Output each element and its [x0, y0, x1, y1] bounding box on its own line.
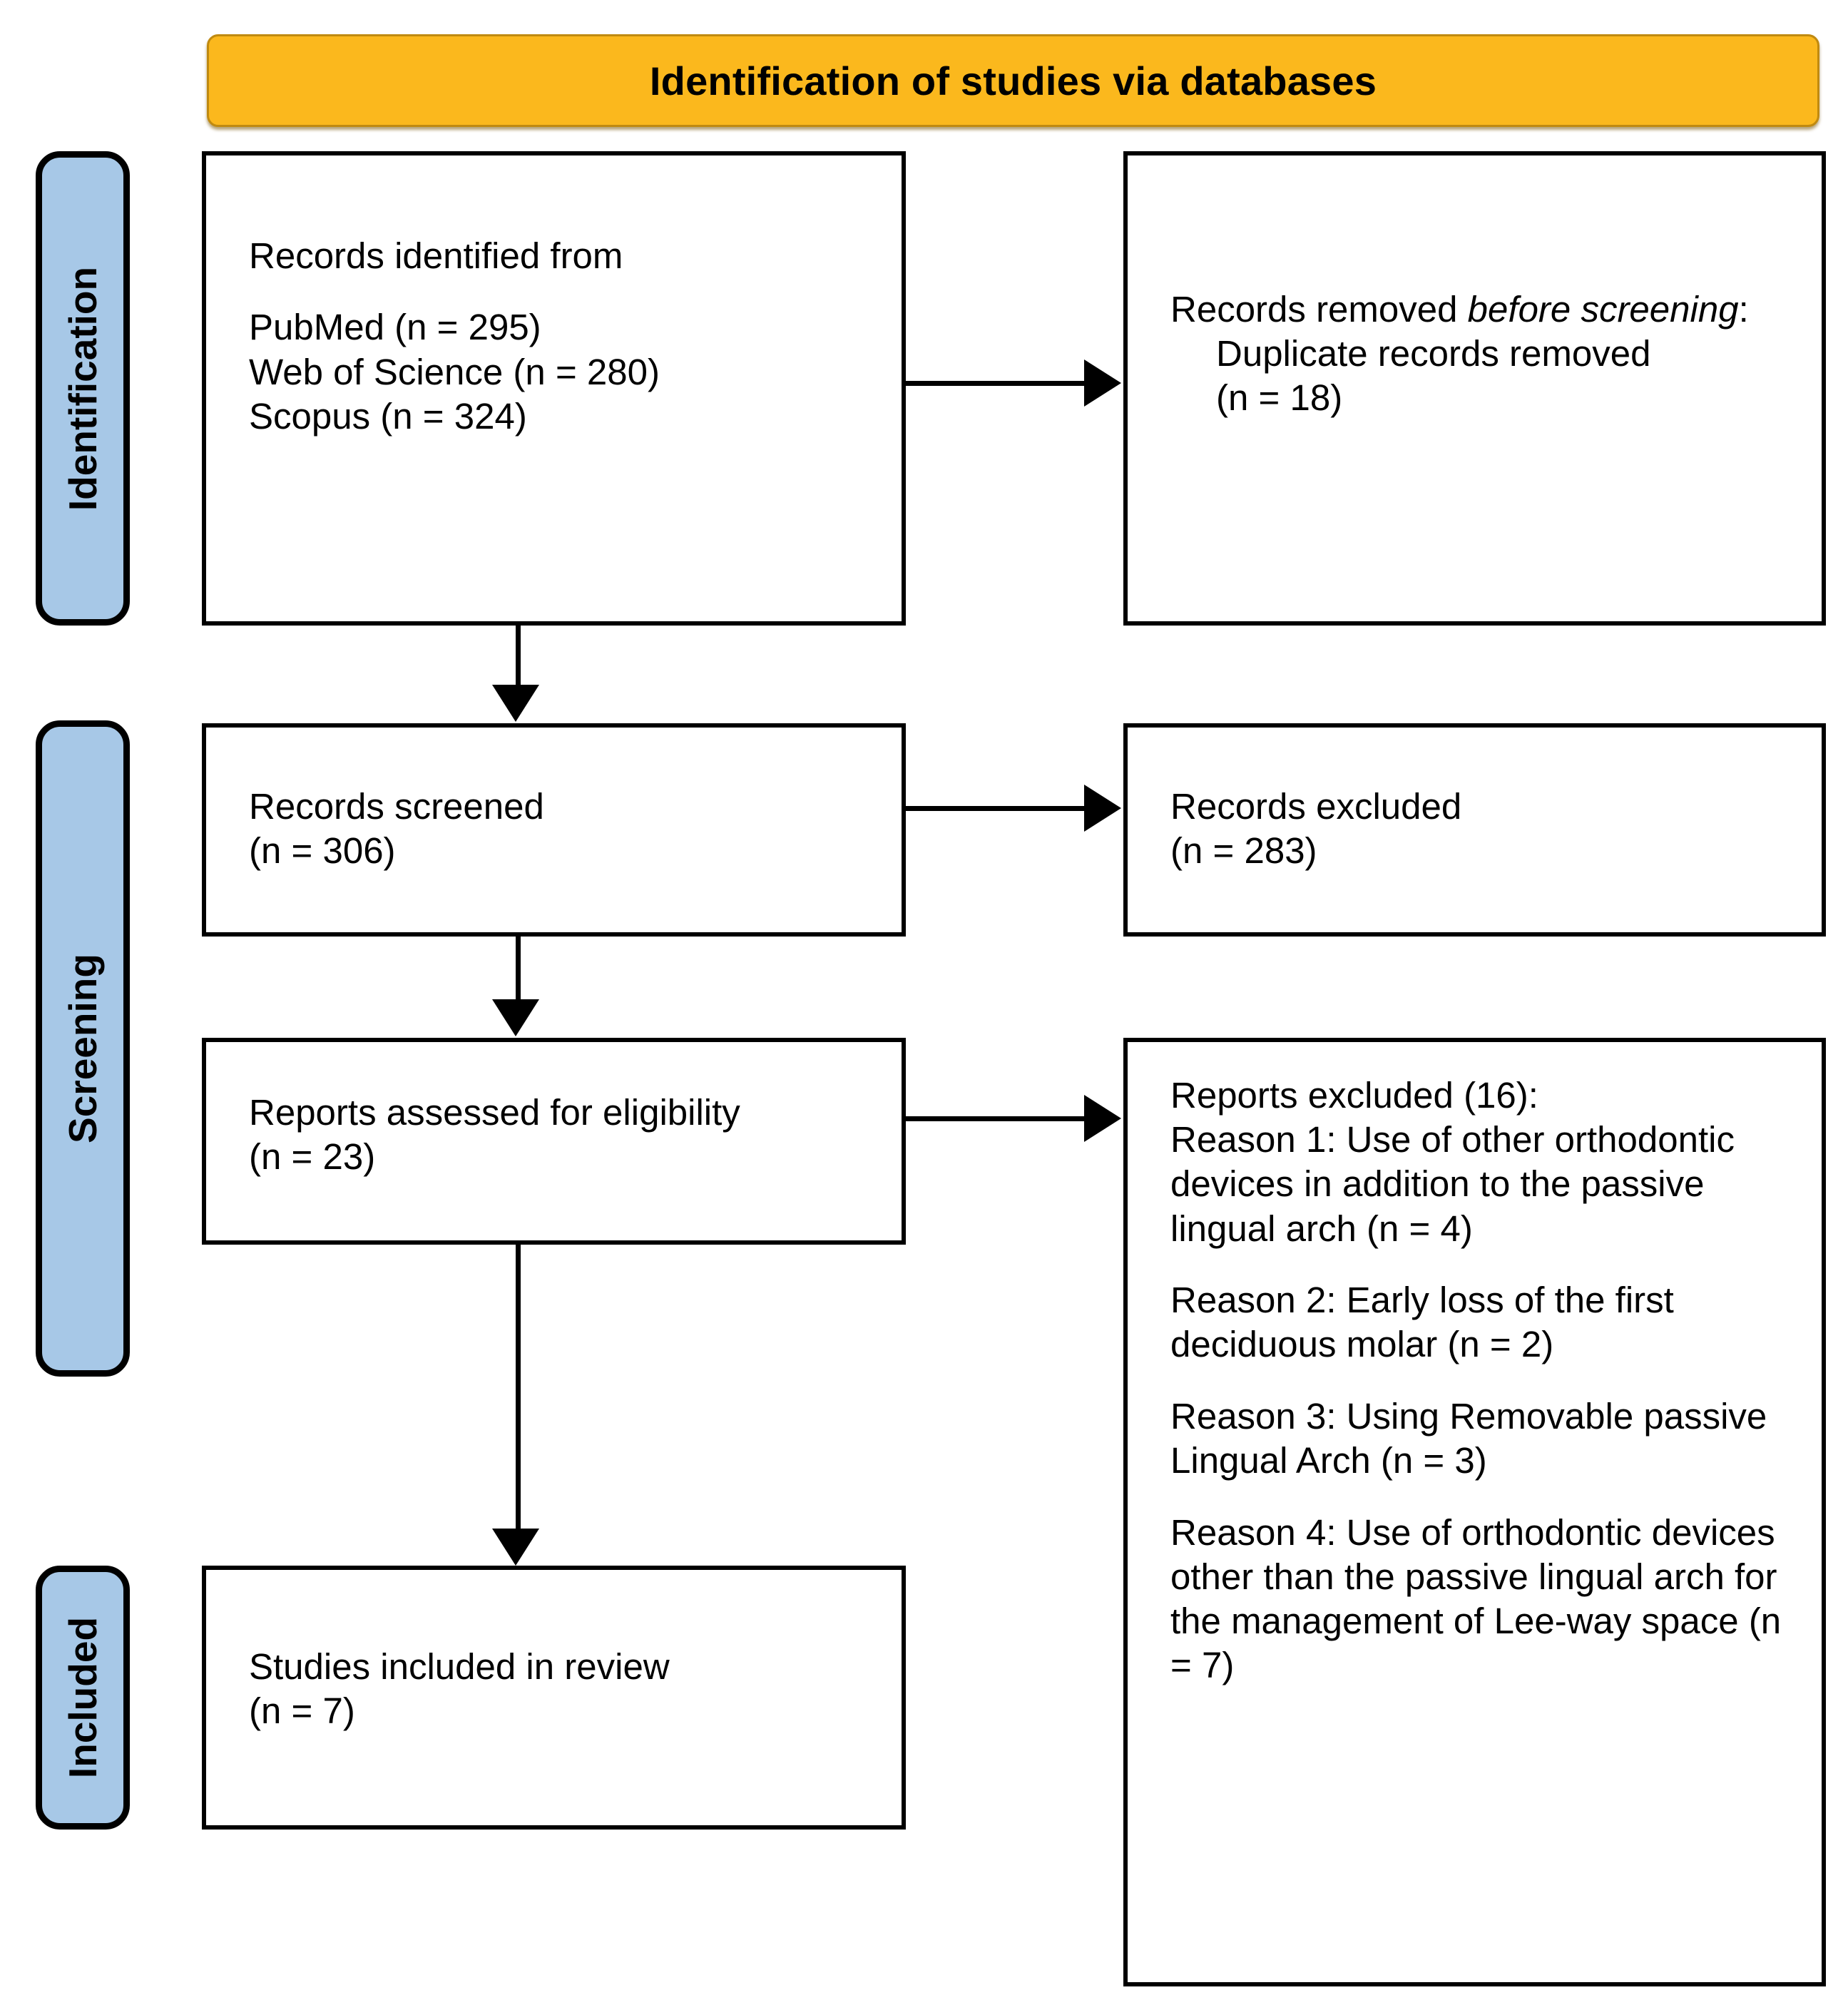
box-studies-included-in-review: Studies included in review (n = 7) [202, 1566, 906, 1830]
arrow-eligibility-to-reports-excluded-head [1084, 1095, 1121, 1142]
spacer [1170, 1367, 1803, 1394]
stage-label-identification-text: Identification [61, 266, 105, 511]
box-reports-excluded-reasons: Reports excluded (16): Reason 1: Use of … [1123, 1038, 1826, 1986]
arrow-identified-to-screened-head [492, 685, 539, 722]
records-removed-lead-tail: : [1738, 289, 1749, 330]
arrow-identified-to-screened-line [516, 626, 521, 686]
reports-excluded-heading: Reports excluded (16): [1170, 1075, 1538, 1116]
reason-3: Reason 3: Using Removable passive Lingua… [1170, 1395, 1767, 1481]
reason-4: Reason 4: Use of orthodontic devices oth… [1170, 1511, 1782, 1686]
records-excluded-count: (n = 283) [1170, 830, 1317, 872]
source-pubmed: PubMed (n = 295) [249, 307, 541, 348]
arrow-screened-to-excluded-head [1084, 785, 1121, 832]
duplicate-records-removed-label: Duplicate records removed [1216, 333, 1651, 374]
box-records-screened: Records screened (n = 306) [202, 723, 906, 937]
arrow-eligibility-to-included-head [492, 1529, 539, 1566]
box-records-removed-text: Records removed before screening: Duplic… [1170, 287, 1803, 421]
arrow-eligibility-to-reports-excluded-line [906, 1116, 1086, 1121]
arrow-eligibility-to-included-line [516, 1245, 521, 1530]
box-records-excluded-text: Records excluded (n = 283) [1170, 785, 1803, 873]
stage-label-screening: Screening [36, 720, 130, 1377]
duplicate-records-removed-count: (n = 18) [1216, 377, 1343, 419]
box-records-removed-before-screening: Records removed before screening: Duplic… [1123, 151, 1826, 626]
arrow-identified-to-removed-line [906, 381, 1086, 386]
box-reports-assessed-text: Reports assessed for eligibility (n = 23… [249, 1091, 883, 1179]
box-records-identified-text: Records identified from PubMed (n = 295)… [249, 234, 883, 439]
reason-2: Reason 2: Early loss of the first decidu… [1170, 1280, 1674, 1365]
stage-label-identification: Identification [36, 151, 130, 626]
stage-label-included-text: Included [61, 1616, 105, 1779]
box-records-identified: Records identified from PubMed (n = 295)… [202, 151, 906, 626]
studies-included-label: Studies included in review [249, 1646, 670, 1687]
reports-assessed-count: (n = 23) [249, 1136, 376, 1178]
records-removed-lead-italic: before screening [1467, 289, 1739, 330]
records-screened-label: Records screened [249, 786, 544, 827]
box-studies-included-text: Studies included in review (n = 7) [249, 1645, 883, 1733]
stage-label-screening-text: Screening [61, 954, 105, 1143]
records-screened-count: (n = 306) [249, 830, 396, 872]
arrow-identified-to-removed-head [1084, 359, 1121, 407]
box-records-screened-text: Records screened (n = 306) [249, 785, 883, 873]
diagram-title-banner: Identification of studies via databases [207, 34, 1819, 127]
records-excluded-label: Records excluded [1170, 786, 1462, 827]
reason-1: Reason 1: Use of other orthodontic devic… [1170, 1119, 1735, 1249]
diagram-title-text: Identification of studies via databases [649, 58, 1377, 103]
source-web-of-science: Web of Science (n = 280) [249, 351, 660, 392]
spacer [1170, 1483, 1803, 1510]
records-removed-lead: Records removed [1170, 289, 1468, 330]
box-records-excluded: Records excluded (n = 283) [1123, 723, 1826, 937]
records-identified-heading: Records identified from [249, 235, 623, 276]
arrow-screened-to-excluded-line [906, 806, 1086, 811]
spacer [249, 278, 883, 305]
reports-assessed-label: Reports assessed for eligibility [249, 1092, 740, 1133]
stage-label-included: Included [36, 1566, 130, 1830]
box-reports-assessed-for-eligibility: Reports assessed for eligibility (n = 23… [202, 1038, 906, 1245]
source-scopus: Scopus (n = 324) [249, 395, 527, 437]
box-reports-excluded-text: Reports excluded (16): Reason 1: Use of … [1170, 1073, 1803, 1688]
arrow-screened-to-eligibility-head [492, 999, 539, 1036]
spacer [1170, 1251, 1803, 1278]
arrow-screened-to-eligibility-line [516, 937, 521, 1001]
studies-included-count: (n = 7) [249, 1690, 355, 1732]
